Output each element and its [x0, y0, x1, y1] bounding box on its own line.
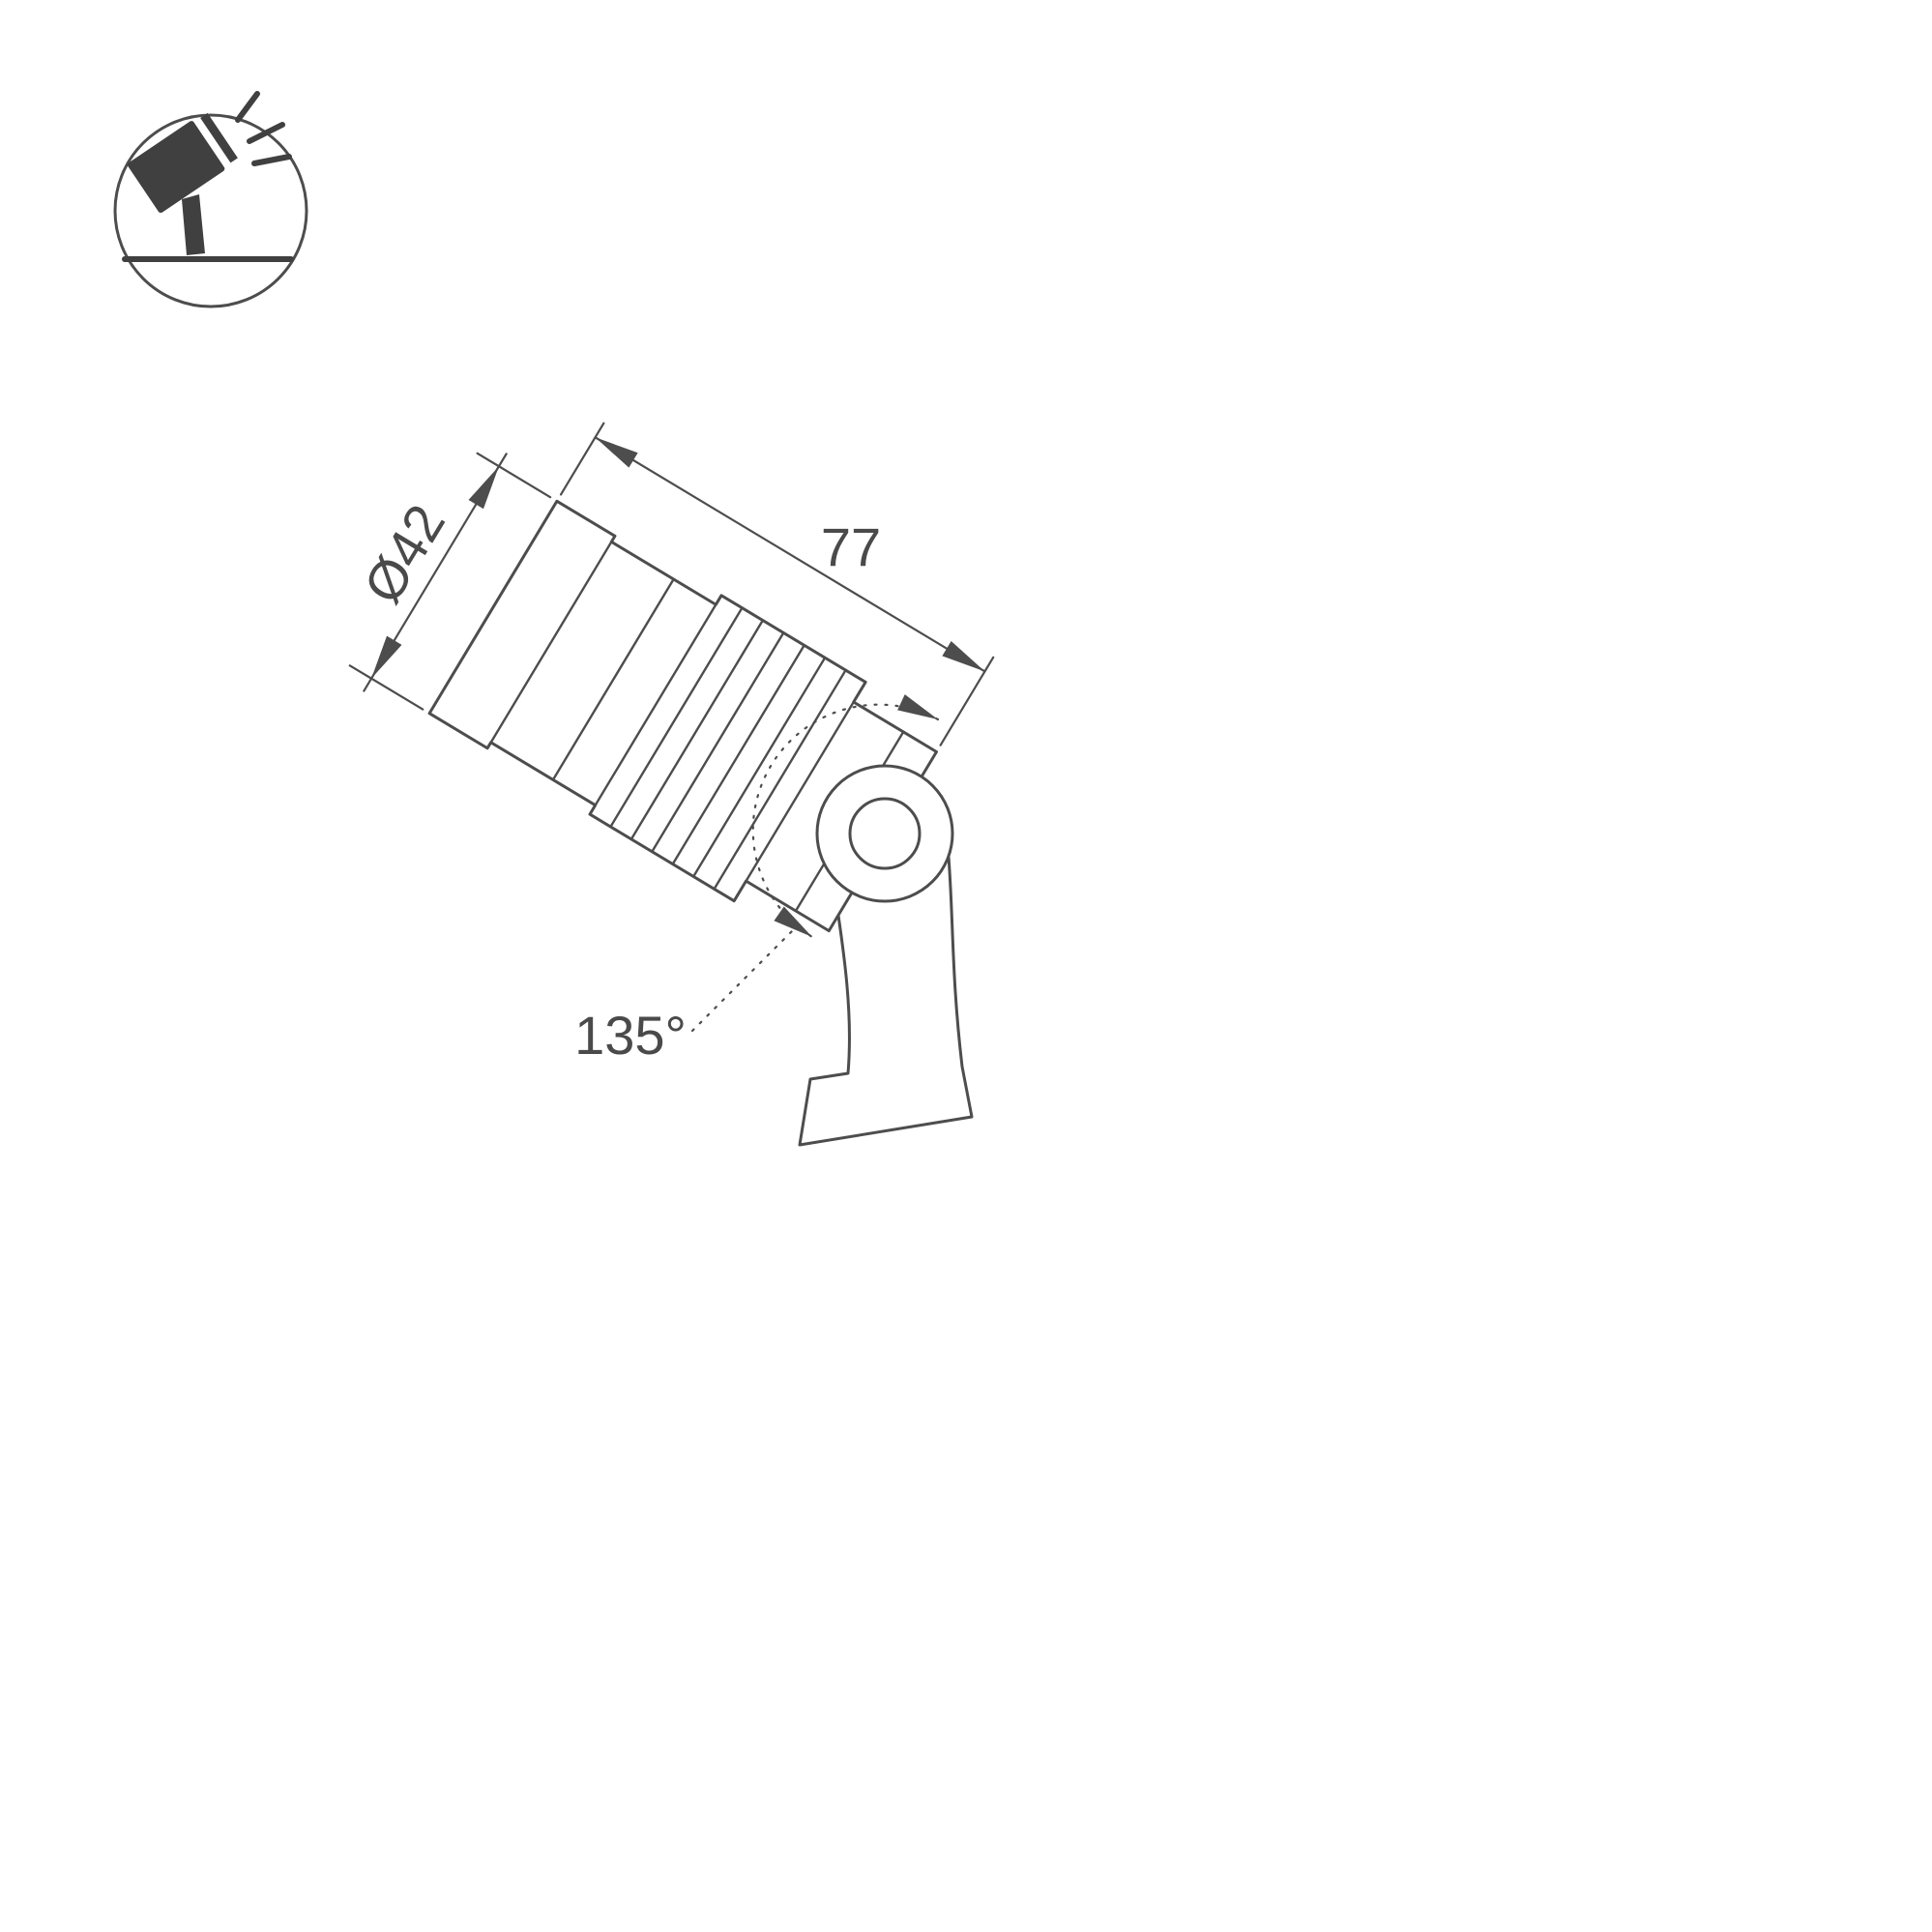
pivot-screw-circle	[848, 797, 922, 870]
length-dimension	[559, 422, 995, 746]
corner-icon	[113, 91, 308, 308]
icon-stand-stem	[182, 194, 205, 255]
mount-bracket	[798, 855, 974, 1147]
length-label: 77	[821, 516, 881, 577]
angle-arc	[751, 703, 940, 939]
pivot-outer-circle	[815, 764, 954, 903]
tilted-spotlight-icon	[122, 91, 294, 262]
angle-label: 135°	[574, 1005, 687, 1066]
bracket-arm-and-foot	[798, 855, 974, 1147]
diameter-label: Ø42	[352, 494, 457, 613]
icon-circle-border	[113, 113, 308, 308]
light-rays-icon	[235, 91, 292, 166]
angle-dimension: 135°	[574, 694, 940, 1066]
pivot-knuckle	[815, 764, 954, 903]
angle-leader-line	[690, 922, 801, 1033]
body-section-lines	[485, 535, 905, 913]
